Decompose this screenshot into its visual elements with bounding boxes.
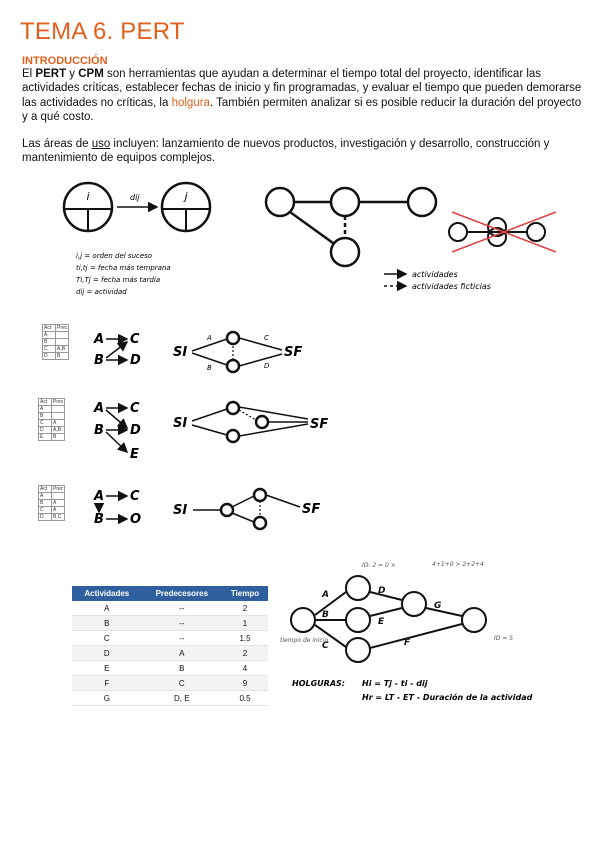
example-1-letters: A C B D <box>93 332 141 368</box>
top-note-1: ID: 2 = 0 × <box>362 562 396 569</box>
svg-text:A: A <box>321 590 329 600</box>
table-row: A--2 <box>72 601 268 616</box>
intro-paragraph: El PERT y CPM son herramientas que ayuda… <box>22 67 582 124</box>
top-note-2: 4+1+0 > 2+2+4 <box>432 561 484 568</box>
holguras-label: HOLGURAS: <box>292 679 345 688</box>
svg-text:E: E <box>130 447 139 462</box>
svg-text:D: D <box>130 423 141 438</box>
header-predecessors: Predecesores <box>141 586 222 601</box>
fictitious-network <box>264 186 438 268</box>
svg-text:B: B <box>207 364 212 372</box>
end-node-1: SF <box>284 345 302 360</box>
holgura-link[interactable]: holgura <box>171 96 210 109</box>
legend-lines: actividades actividades ficticias <box>384 268 491 292</box>
header-time: Tiempo <box>222 586 268 601</box>
example-2-letters: A C B D E <box>93 401 141 462</box>
pert-term: PERT <box>35 68 67 80</box>
svg-text:C: C <box>322 641 329 651</box>
svg-text:D: D <box>264 362 270 370</box>
crossed-network <box>448 211 557 253</box>
legend-arrow-label: dij <box>130 193 140 202</box>
legend-line-3: Ti,Tj = fecha más tardía <box>76 276 160 284</box>
svg-text:A: A <box>93 401 104 416</box>
example-3-network: SI SF <box>173 487 320 531</box>
text-run: y <box>66 68 79 80</box>
svg-text:C: C <box>130 401 140 416</box>
svg-text:C: C <box>130 489 140 504</box>
svg-text:D: D <box>130 353 141 368</box>
uso-link[interactable]: uso <box>91 138 111 150</box>
holguras-block: HOLGURAS: Hi = Tj - ti - dij Hr = LT - E… <box>292 679 533 702</box>
holguras-formula-2: Hr = LT - ET - Duración de la actividad <box>362 692 533 702</box>
svg-text:C: C <box>264 334 269 342</box>
example-3-letters: A C B O <box>93 489 141 527</box>
legend-activities: actividades <box>412 270 458 279</box>
legend-fictitious: actividades ficticias <box>412 282 491 291</box>
example-1-network: SI SF A B C D <box>173 330 302 374</box>
start-node-2: SI <box>173 416 187 431</box>
holguras-formula-1: Hi = Tj - ti - dij <box>362 679 428 688</box>
svg-text:A: A <box>206 334 212 342</box>
start-node-1: SI <box>173 345 187 360</box>
node-label-i: i <box>86 190 89 203</box>
legend-node-i: i <box>62 181 114 233</box>
section-heading: INTRODUCCIÓN <box>22 55 108 67</box>
svg-text:A: A <box>93 489 104 504</box>
table-row: C--1.5 <box>72 630 268 646</box>
text-run: El <box>22 68 36 80</box>
start-note: tiempo de inicio <box>280 637 328 644</box>
text-run: . También permiten analizar si es posibl… <box>22 96 582 123</box>
pert-network-labels: tiempo de inicio ID: 2 = 0 × 4+1+0 > 2+2… <box>280 561 513 651</box>
svg-text:E: E <box>378 617 385 627</box>
legend-line-1: i,j = orden del suceso <box>76 252 152 260</box>
legend-node-j: j <box>160 181 212 233</box>
svg-text:D: D <box>378 586 386 596</box>
legend-line-2: ti,tj = fecha más temprana <box>76 264 171 272</box>
legend-text: i,j = orden del suceso ti,tj = fecha más… <box>76 252 171 296</box>
svg-text:C: C <box>130 332 140 347</box>
table-row: B--1 <box>72 615 268 631</box>
page-title: TEMA 6. PERT <box>20 18 185 45</box>
end-node-2: SF <box>310 417 328 432</box>
svg-text:B: B <box>94 512 104 527</box>
legend-line-4: dij = actividad <box>76 288 127 296</box>
end-node-3: SF <box>302 502 320 517</box>
text-run: Las áreas de <box>22 138 92 150</box>
header-activities: Actividades <box>72 586 142 601</box>
text-run: son herramientas que ayudan a determinar… <box>22 68 582 109</box>
svg-text:A: A <box>93 332 104 347</box>
cpm-term: CPM <box>78 68 104 80</box>
node-label-j: j <box>182 190 188 203</box>
svg-text:B: B <box>94 423 104 438</box>
svg-text:B: B <box>94 353 104 368</box>
svg-text:F: F <box>404 638 411 648</box>
start-node-3: SI <box>173 503 187 518</box>
pert-network <box>290 575 487 663</box>
svg-text:G: G <box>434 601 441 611</box>
activity-table: Actividades Predecesores Tiempo A--2 B--… <box>72 586 268 706</box>
uses-paragraph: Las áreas de uso incluyen: lanzamiento d… <box>22 137 582 166</box>
svg-text:B: B <box>322 610 329 620</box>
svg-text:O: O <box>130 512 141 527</box>
end-note: ID = 5 <box>494 635 513 642</box>
text-run: incluyen: lanzamiento de nuevos producto… <box>22 138 550 165</box>
example-2-network: SI SF <box>173 400 328 444</box>
